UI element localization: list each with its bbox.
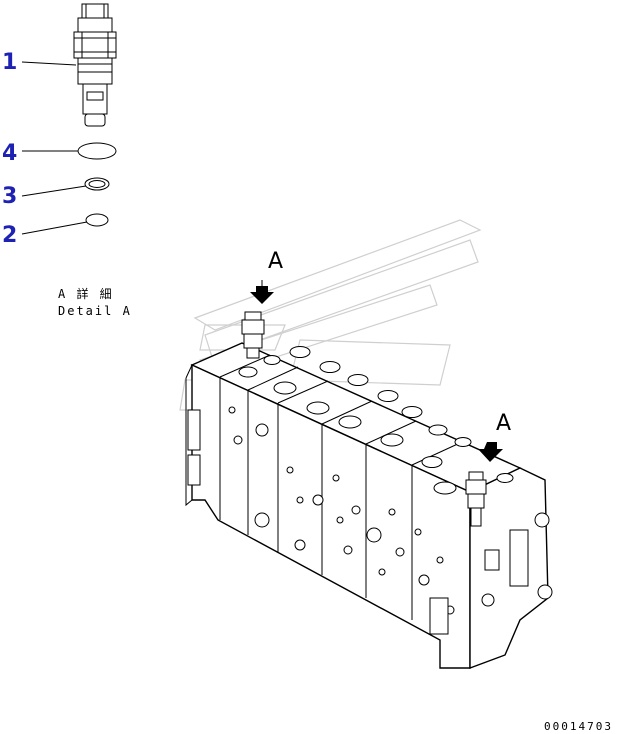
drawing-code: 00014703 <box>544 720 613 733</box>
detail-title-en: Detail A <box>58 304 132 318</box>
leader-line-1 <box>21 61 77 66</box>
relief-valve-installed-left <box>241 311 265 359</box>
callout-2: 2 <box>2 223 17 248</box>
view-letter-right: A <box>496 411 511 436</box>
end-cap-details <box>429 512 553 635</box>
top-ports <box>238 346 514 495</box>
callout-3: 3 <box>2 184 17 209</box>
callout-1: 1 <box>2 50 17 75</box>
relief-valve-installed-right <box>465 471 487 527</box>
leader-line-3 <box>21 185 87 197</box>
o-ring-4 <box>77 142 117 160</box>
callout-4: 4 <box>2 141 17 166</box>
detail-title-jp: A 詳 細 <box>58 286 114 301</box>
control-valve-block <box>185 342 549 670</box>
leader-line-2 <box>21 221 88 235</box>
view-arrow-left <box>250 280 274 304</box>
view-arrow-right <box>478 442 503 462</box>
view-letter-left: A <box>268 249 283 274</box>
o-ring-2 <box>85 213 109 227</box>
backup-ring-3 <box>84 177 110 191</box>
relief-valve-part <box>73 3 117 127</box>
front-holes <box>228 406 455 615</box>
